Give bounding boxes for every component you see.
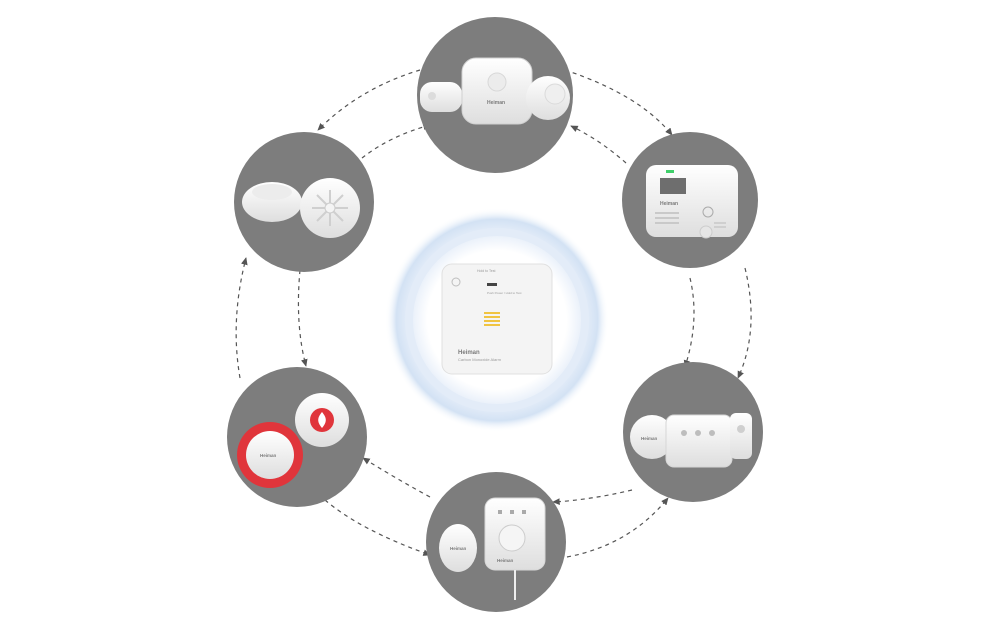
keypad-device	[665, 414, 733, 468]
round-sensor-device	[630, 415, 674, 459]
node-top: Heiman	[417, 17, 573, 173]
node-top-right: Heiman	[622, 132, 758, 268]
node-brand: Heiman	[450, 546, 467, 551]
dashed-arrow-icon	[317, 69, 421, 131]
dashed-arrow-icon	[683, 277, 695, 368]
led-indicator-icon	[487, 283, 497, 286]
node-brand: Heiman	[487, 100, 505, 106]
center-glow-ring	[405, 228, 589, 412]
node-top-left	[234, 132, 374, 272]
center-co-alarm: Hold to Test Push Power / Hold to Test H…	[441, 263, 553, 375]
door-sensor-device	[420, 82, 462, 112]
center-product: Carbon Monoxide Alarm	[458, 357, 502, 362]
leak-sensor-device	[439, 524, 477, 572]
sound-grille	[484, 312, 500, 326]
center-side-note: Push Power / Hold to Test	[487, 291, 522, 295]
dashed-arrow-icon	[566, 497, 669, 558]
node-brand: Heiman	[260, 453, 277, 458]
dashed-arrow-icon	[361, 123, 431, 159]
center-brand: Heiman	[458, 350, 480, 356]
dashed-arrow-icon	[570, 125, 627, 164]
node-brand: Heiman	[660, 201, 678, 207]
node-bottom: Heiman Heiman	[426, 472, 566, 612]
key-sensor-device	[730, 413, 752, 459]
flame-icon	[318, 412, 326, 428]
node-bottom-left: Heiman	[227, 367, 367, 507]
center-top-note: Hold to Test	[477, 269, 495, 273]
dashed-arrow-icon	[564, 69, 673, 136]
led-indicator-icon	[666, 170, 674, 173]
dashed-arrow-icon	[552, 489, 633, 505]
connection-arrows	[235, 69, 752, 558]
dashed-arrow-icon	[297, 269, 308, 367]
lcd-display	[660, 178, 686, 194]
node-brand: Heiman	[641, 436, 658, 441]
node-brand: Heiman	[497, 558, 514, 563]
node-bottom-right: Heiman	[623, 362, 763, 502]
dashed-arrow-icon	[362, 457, 431, 498]
dashed-arrow-icon	[324, 499, 431, 556]
dashed-arrow-icon	[235, 257, 248, 379]
dashed-arrow-icon	[737, 267, 752, 379]
